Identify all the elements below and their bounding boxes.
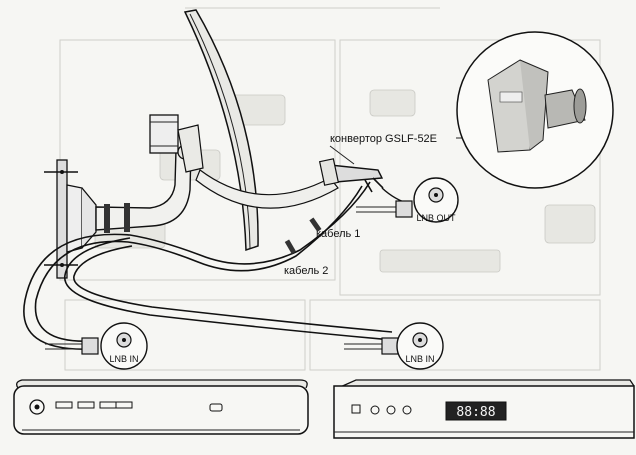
lnb-in-label-left: LNB IN: [109, 354, 138, 364]
receiver-right: 88:88: [333, 379, 635, 439]
converter-leader-line: [329, 145, 355, 165]
mast-arm: [95, 114, 204, 233]
lnb-in-label-right: LNB IN: [405, 354, 434, 364]
lnb-in-connector-right: LNB IN: [344, 322, 444, 370]
wall-mount: [44, 159, 97, 279]
converter-label: конвертор GSLF-52E: [330, 133, 437, 145]
cable-2-label: кабель 2: [284, 265, 328, 277]
lnb-out-label: LNB OUT: [416, 213, 456, 223]
lnb-zoom-inset: [456, 31, 614, 189]
receiver-display-text: 88:88: [456, 405, 495, 420]
lnb-in-connector-left: LNB IN: [45, 322, 148, 370]
cable-1-label: кабель 1: [316, 228, 360, 240]
receiver-left: [13, 379, 309, 435]
lnb-out-connector: LNB OUT: [356, 177, 459, 223]
cables: [23, 181, 411, 350]
lnb-converter: [318, 158, 384, 193]
satellite-dish: [183, 9, 339, 252]
